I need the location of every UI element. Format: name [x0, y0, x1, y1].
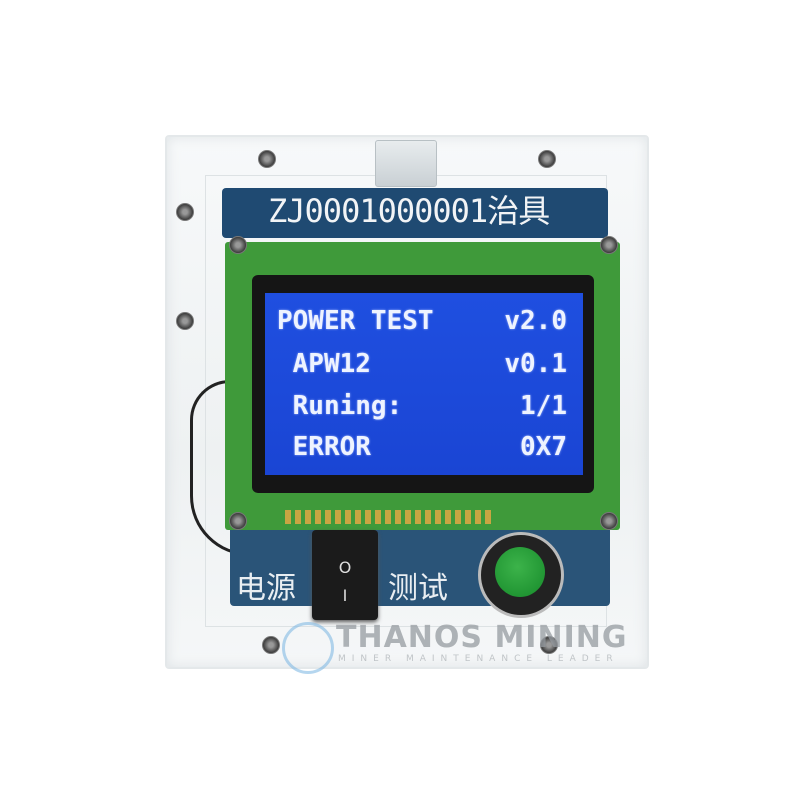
lcd-row-value: v0.1: [504, 349, 567, 379]
lcd-screen: POWER TEST v2.0 APW12 v0.1 Runing: 1/1 ERRO…: [265, 293, 583, 475]
power-label: 电源: [236, 571, 296, 606]
screw-icon: [540, 636, 558, 654]
watermark-logo: [282, 622, 334, 674]
switch-on-symbol: O: [338, 558, 352, 577]
lcd-row: Runing: 1/1: [277, 391, 567, 421]
screw-icon: [176, 203, 194, 221]
pcb-top: [222, 188, 608, 238]
lcd-row-label: APW12: [277, 349, 371, 379]
screw-icon: [262, 636, 280, 654]
lcd-row: POWER TEST v2.0: [277, 306, 567, 336]
switch-off-symbol: I: [342, 586, 348, 605]
power-rocker-switch[interactable]: O I: [312, 530, 378, 620]
watermark-title: THANOS MINING: [336, 620, 628, 655]
test-label: 测试: [388, 571, 448, 606]
lcd-row-label: POWER TEST: [277, 306, 434, 336]
test-push-button[interactable]: [495, 547, 545, 597]
screw-icon: [176, 312, 194, 330]
screw-icon: [600, 512, 618, 530]
pcb-serial-label: ZJ0001000001治具: [268, 192, 550, 230]
watermark-subtitle: MINER MAINTENANCE LEADER: [338, 654, 619, 664]
lcd-row: APW12 v0.1: [277, 349, 567, 379]
screw-icon: [600, 236, 618, 254]
lcd-row-label: ERROR: [277, 432, 371, 462]
screw-icon: [538, 150, 556, 168]
lcd-row: ERROR 0X7: [277, 432, 567, 462]
screw-icon: [229, 236, 247, 254]
usb-port: [375, 140, 437, 187]
lcd-row-value: v2.0: [504, 306, 567, 336]
lcd-row-label: Runing:: [277, 391, 403, 421]
screw-icon: [229, 512, 247, 530]
screw-icon: [258, 150, 276, 168]
lcd-connector: [285, 510, 495, 524]
lcd-row-value: 0X7: [520, 432, 567, 462]
lcd-row-value: 1/1: [520, 391, 567, 421]
